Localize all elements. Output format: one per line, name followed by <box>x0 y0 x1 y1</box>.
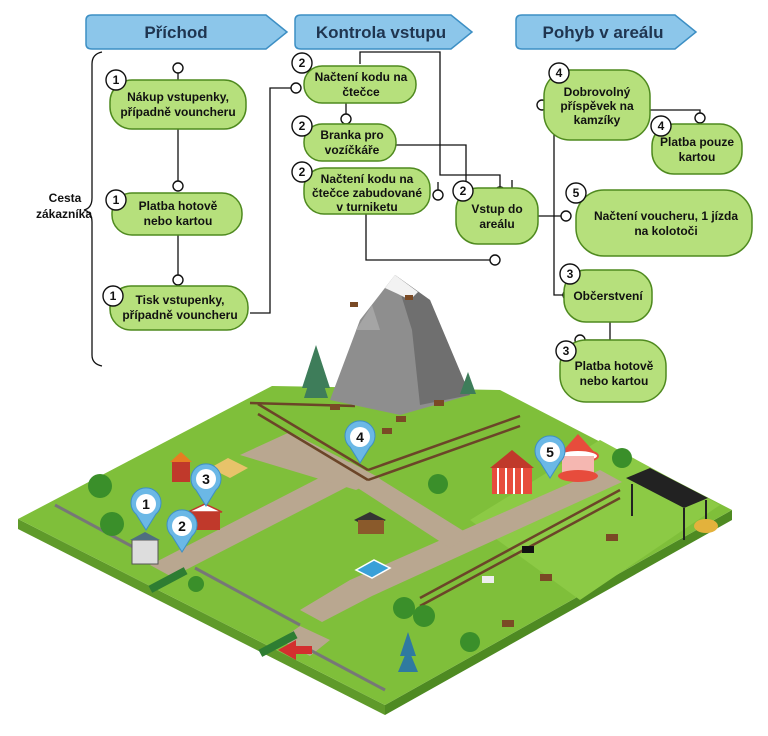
step-badge: 3 <box>567 267 574 281</box>
map-pin-4: 4 <box>344 420 376 464</box>
node-nakup-vstupenky: Nákup vstupenky,případně vouncheru 1 <box>105 69 247 130</box>
step-badge: 2 <box>299 119 306 133</box>
step-badge: 2 <box>299 165 306 179</box>
header-label: Pohyb v areálu <box>543 23 664 42</box>
node-line: Platba hotově <box>575 359 654 373</box>
header-pohyb-v-arealu: Pohyb v areálu <box>515 14 698 50</box>
header-label: Příchod <box>144 23 207 42</box>
step-badge: 4 <box>556 66 563 80</box>
node-line: kartou <box>679 150 716 164</box>
node-line: Platba pouze <box>660 135 734 149</box>
svg-text:Nákup vstupenky,případně vounc: Nákup vstupenky,případně vouncheru <box>120 90 235 119</box>
step-badge: 2 <box>299 56 306 70</box>
pin-number: 2 <box>178 518 186 534</box>
side-label-line2: zákazníka <box>36 207 92 221</box>
animals <box>330 295 618 627</box>
node-line: kamzíky <box>574 113 621 127</box>
header-kontrola-vstupu: Kontrola vstupu <box>294 14 474 50</box>
step-badge: 1 <box>113 73 120 87</box>
map-pin-3: 3 <box>190 463 222 507</box>
node-line: Načtení kodu na <box>321 172 414 186</box>
map-pin-2: 2 <box>166 509 198 553</box>
node-line: Načtení kodu na <box>315 70 408 84</box>
node-line: Platba hotově <box>139 199 218 213</box>
node-line: Dobrovolný <box>564 85 631 99</box>
node-line: čtečce <box>342 85 380 99</box>
node-line: Tisk vstupenky, <box>136 293 225 307</box>
node-line: případně vouncheru <box>122 308 237 322</box>
node-line: na kolotoči <box>634 224 697 238</box>
step-badge: 1 <box>113 193 120 207</box>
map-pin-1: 1 <box>130 487 162 531</box>
hay-shelter <box>626 468 718 540</box>
node-line: nebo kartou <box>580 374 649 388</box>
pin-number: 5 <box>546 444 554 460</box>
node-line: vozíčkáře <box>325 143 380 157</box>
node-line: Vstup do <box>471 202 522 216</box>
step-badge: 5 <box>573 186 580 200</box>
pin-number: 1 <box>142 496 150 512</box>
node-obcerstveni: Občerstvení 3 <box>559 263 653 323</box>
node-line: nebo kartou <box>144 214 213 228</box>
node-line: Občerstvení <box>573 289 643 303</box>
node-line: areálu <box>479 217 514 231</box>
node-line: Nákup vstupenky, <box>127 90 229 104</box>
park-trees <box>88 345 632 672</box>
node-line: Načtení voucheru, 1 jízda <box>594 209 738 223</box>
node-line: čtečce zabudované <box>312 186 422 200</box>
step-badge: 4 <box>658 119 665 133</box>
park-fences <box>249 401 621 608</box>
entrance-arrow <box>278 640 312 660</box>
journey-brace <box>83 51 103 367</box>
step-badge: 1 <box>110 289 117 303</box>
step-badge: 3 <box>563 344 570 358</box>
pin-number: 4 <box>356 429 364 445</box>
node-line: příspěvek na <box>560 99 634 113</box>
side-label-line1: Cesta <box>49 191 82 205</box>
pin-number: 3 <box>202 471 210 487</box>
step-badge: 2 <box>460 184 467 198</box>
header-prichod: Příchod <box>85 14 289 50</box>
node-line: případně vouncheru <box>120 105 235 119</box>
node-line: v turniketu <box>336 200 397 214</box>
svg-text:Tisk vstupenky,případně vounch: Tisk vstupenky,případně vouncheru <box>122 293 237 322</box>
node-tisk-vstupenky: Tisk vstupenky,případně vouncheru 1 <box>102 285 249 331</box>
carousel <box>557 434 599 482</box>
map-pin-5: 5 <box>534 435 566 479</box>
header-label: Kontrola vstupu <box>316 23 446 42</box>
circus-tent <box>490 450 534 494</box>
mountain <box>330 275 470 415</box>
node-line: Branka pro <box>320 128 383 142</box>
